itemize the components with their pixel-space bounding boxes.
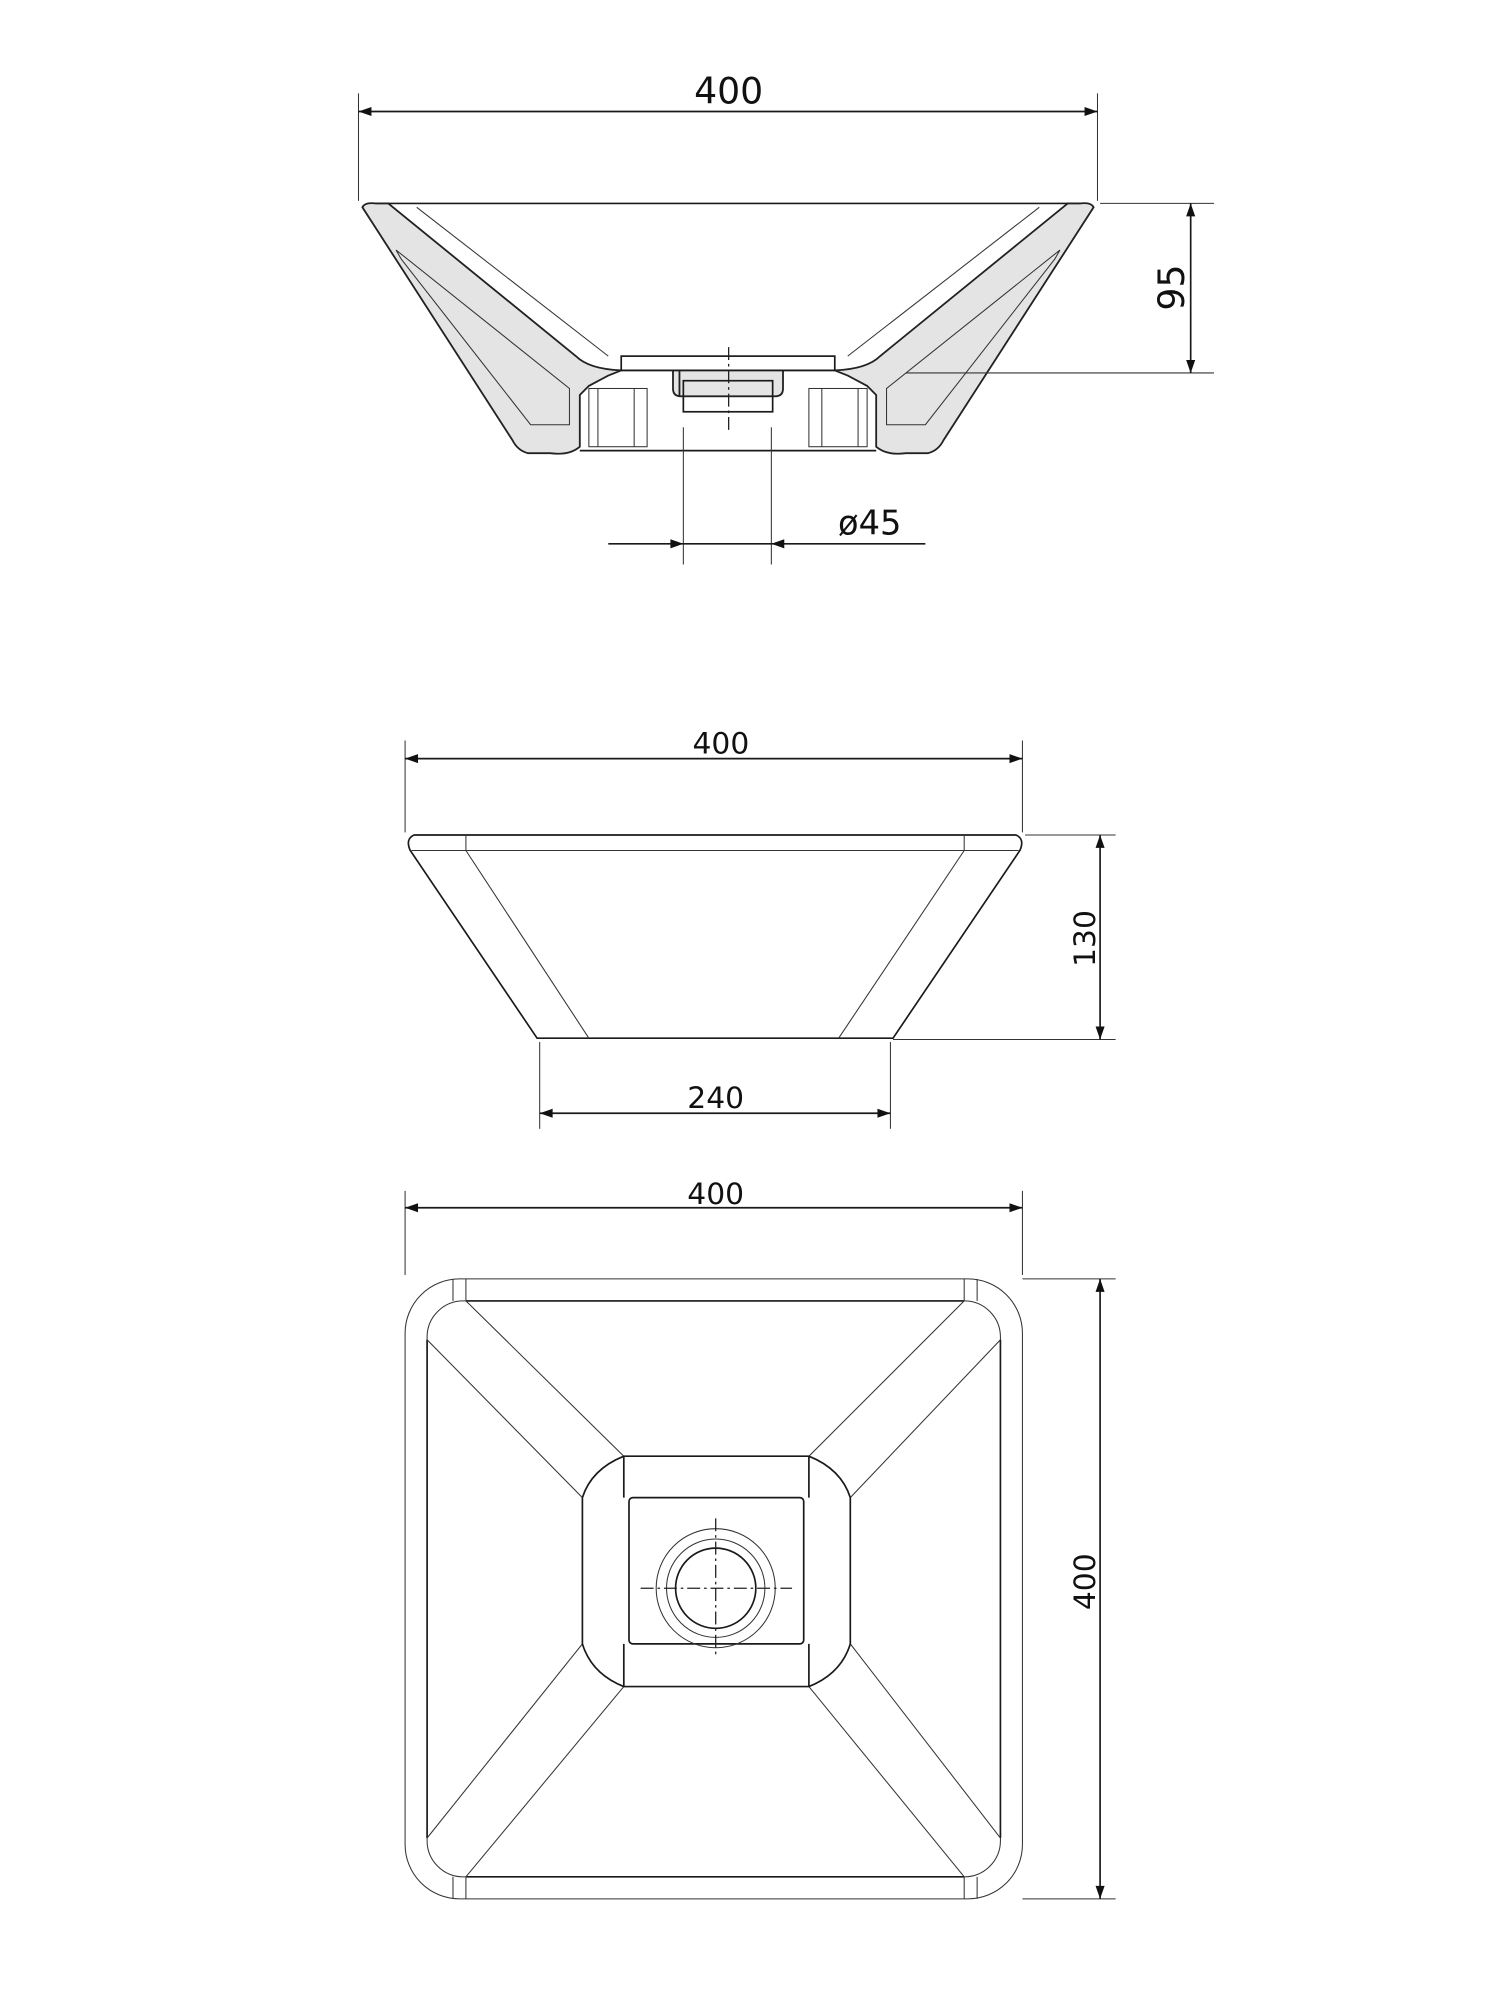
side-height-label: 130 [1068, 910, 1103, 967]
basin-floor-outline [581, 1455, 852, 1688]
section-height-label: 95 [1150, 264, 1193, 310]
base-width-label: 240 [687, 1081, 744, 1116]
plan-width-label: 400 [687, 1177, 744, 1212]
plan-view: 400 400 [404, 1177, 1116, 1900]
side-view: 400 130 240 [404, 726, 1116, 1129]
drain-icon [640, 1518, 793, 1657]
plan-depth-label: 400 [1068, 1553, 1103, 1610]
basin-rim-outline [404, 1278, 1023, 1900]
section-view: 400 95 ø45 [357, 70, 1214, 565]
side-width-label: 400 [692, 726, 749, 761]
section-width-label: 400 [694, 70, 763, 113]
drain-diameter-label: ø45 [838, 504, 901, 543]
basin-side-outline [407, 834, 1023, 1040]
